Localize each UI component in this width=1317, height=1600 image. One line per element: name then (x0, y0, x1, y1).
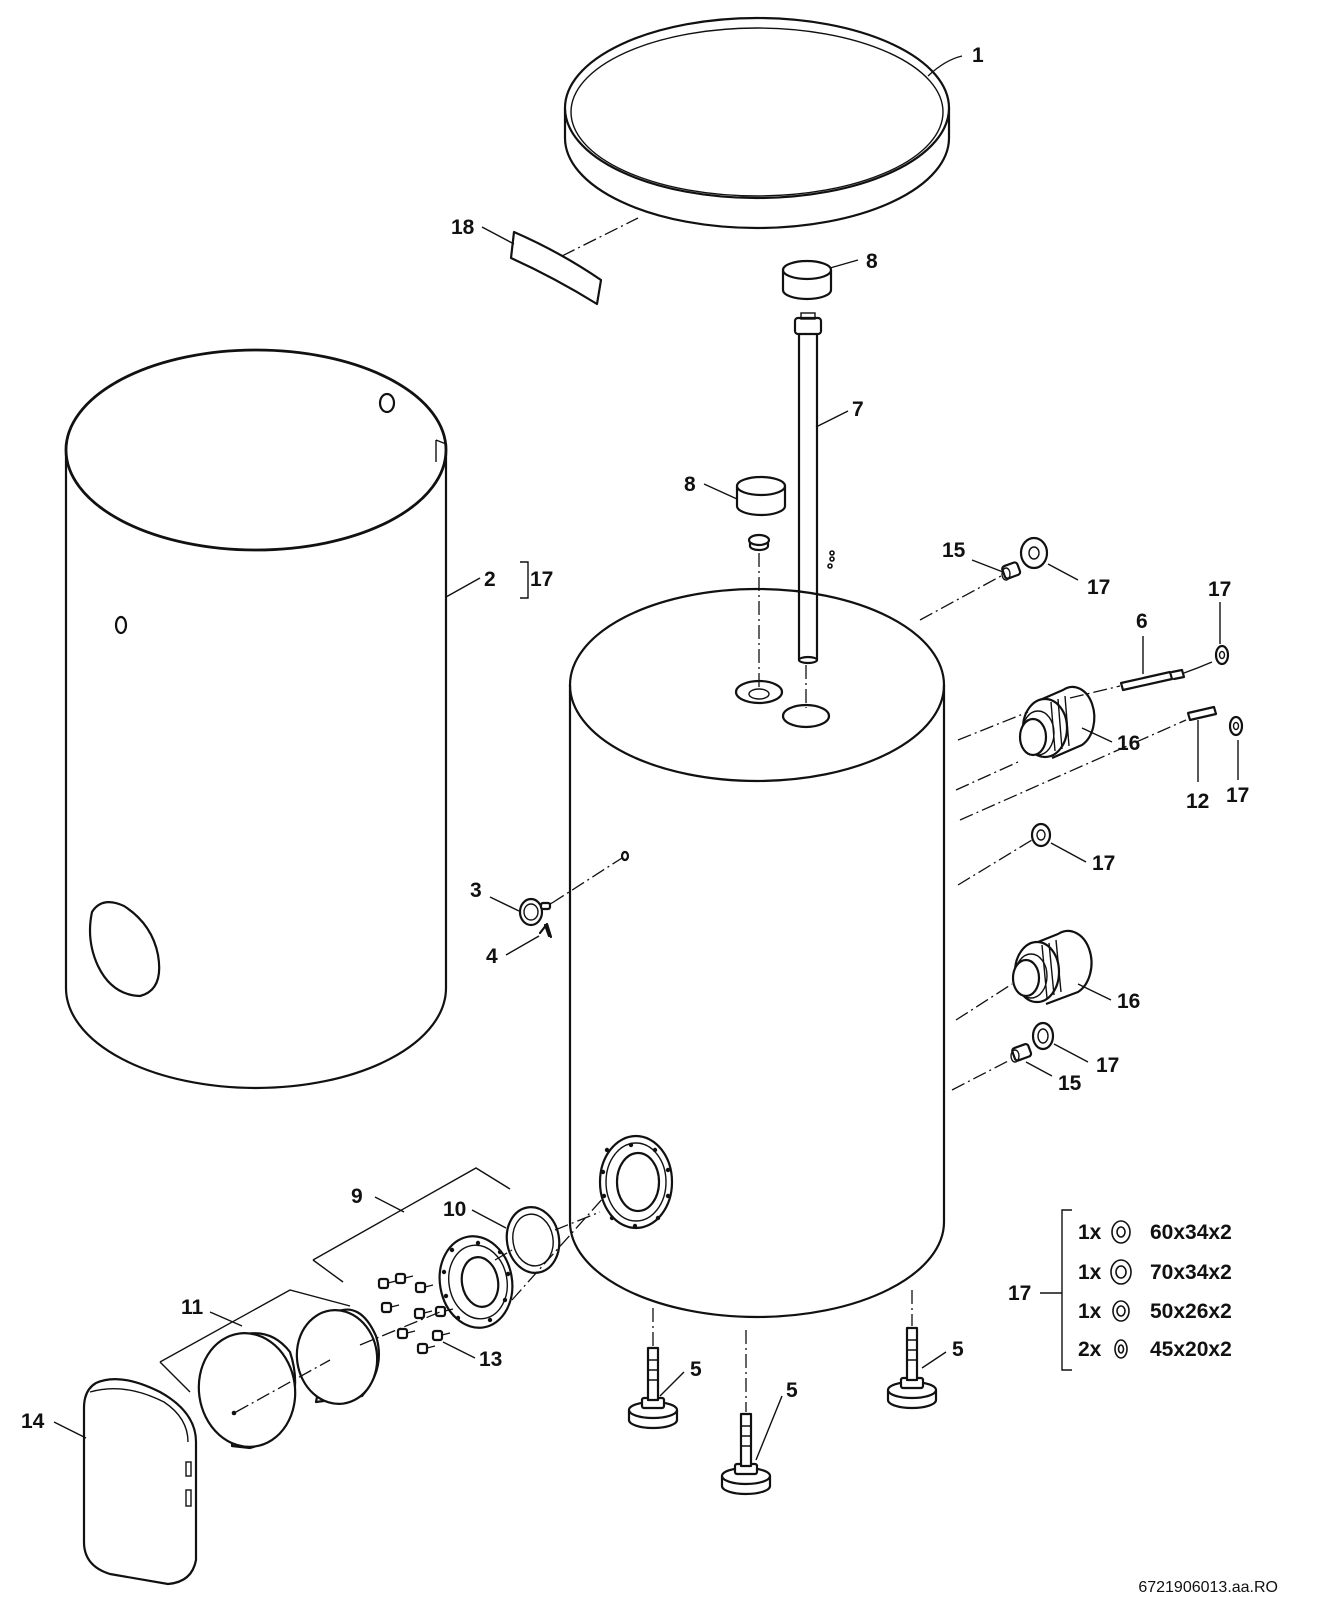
temperature-sensor (1119, 661, 1213, 692)
flange-insulation (197, 1308, 380, 1450)
seal-kit-table: 17 1x 60x34x2 1x 70x34x2 1x 50x26x2 2x 4… (1008, 1220, 1232, 1361)
outer-jacket (64, 348, 448, 1090)
callout-3: 3 (470, 879, 482, 902)
union-connector-top (1018, 685, 1096, 760)
callout-15-top: 15 (942, 539, 966, 562)
seal-kit-row: 1x 60x34x2 (1078, 1220, 1232, 1244)
callout-5-middle: 5 (786, 1379, 798, 1402)
seal-kit-row: 2x 45x20x2 (1078, 1338, 1232, 1361)
seal-kit-row: 1x 70x34x2 (1078, 1259, 1232, 1285)
anode-rod (793, 312, 823, 665)
seal-qty: 2x (1078, 1338, 1102, 1361)
seal-sensor (1214, 644, 1230, 666)
seal-size: 70x34x2 (1150, 1261, 1232, 1284)
callout-11: 11 (181, 1296, 204, 1319)
callout-2-seal: 17 (530, 568, 553, 591)
connector-fitting-top (1001, 561, 1022, 581)
callout-14: 14 (21, 1410, 45, 1433)
assembly-lines (235, 217, 1187, 1413)
small-fitting (827, 550, 835, 569)
callout-labels: 1 18 8 7 8 2 17 15 17 6 17 16 12 17 17 3… (21, 44, 1249, 1433)
callout-16-lower: 16 (1117, 990, 1140, 1013)
callout-13: 13 (479, 1348, 502, 1371)
seal-top (1019, 536, 1049, 570)
flange-screws (377, 1272, 454, 1355)
callout-17-top: 17 (1087, 576, 1110, 599)
insulation-cap-top (781, 259, 833, 301)
callout-8-lower: 8 (684, 473, 696, 496)
seal-size: 60x34x2 (1150, 1221, 1232, 1244)
front-cover (82, 1378, 198, 1586)
callout-10: 10 (443, 1198, 466, 1221)
seal-qty: 1x (1078, 1300, 1102, 1323)
seal-qty: 1x (1078, 1221, 1102, 1244)
callout-9: 9 (351, 1185, 363, 1208)
seal-kit-label: 17 (1008, 1282, 1031, 1305)
storage-tank (568, 587, 946, 1319)
adjustable-foot-right (886, 1326, 938, 1410)
label-strip (509, 230, 603, 306)
seal-size: 45x20x2 (1150, 1338, 1232, 1361)
callout-17-middle: 17 (1092, 852, 1115, 875)
callout-18: 18 (451, 216, 475, 239)
seal-qty: 1x (1078, 1261, 1102, 1284)
callout-5-left: 5 (690, 1358, 702, 1381)
callout-17-lower: 17 (1096, 1054, 1119, 1077)
callout-2: 2 (484, 568, 496, 591)
seal-lower (1031, 1021, 1055, 1051)
sensor-sleeve (1186, 705, 1218, 722)
callout-17-sensor: 17 (1208, 578, 1231, 601)
thermometer (518, 897, 553, 927)
callout-6: 6 (1136, 610, 1148, 633)
connector-fitting-lower (1010, 1043, 1033, 1063)
insulation-cap-lower (735, 475, 787, 552)
callout-1: 1 (972, 44, 984, 67)
clip (538, 922, 553, 939)
flange-gasket (505, 1206, 561, 1274)
seal-sleeve (1228, 715, 1244, 737)
callout-15-lower: 15 (1058, 1072, 1082, 1095)
callout-5-right: 5 (952, 1338, 964, 1361)
flange-cover (438, 1235, 514, 1329)
seal-kit-row: 1x 50x26x2 (1078, 1300, 1232, 1323)
adjustable-foot-middle (720, 1412, 772, 1496)
top-cover (563, 16, 951, 230)
callout-7: 7 (852, 398, 864, 421)
callout-8-top: 8 (866, 250, 878, 273)
leader-lines (53, 55, 1239, 1461)
adjustable-foot-left (627, 1346, 679, 1430)
callout-12: 12 (1186, 790, 1209, 813)
seal-size: 50x26x2 (1150, 1300, 1232, 1323)
seal-middle (1030, 822, 1052, 848)
callout-4: 4 (486, 945, 498, 968)
union-connector-lower (1011, 929, 1093, 1006)
callout-16-top: 16 (1117, 732, 1140, 755)
drawing-code: 6721906013.aa.RO (1138, 1579, 1278, 1596)
callout-17-sleeve: 17 (1226, 784, 1249, 807)
